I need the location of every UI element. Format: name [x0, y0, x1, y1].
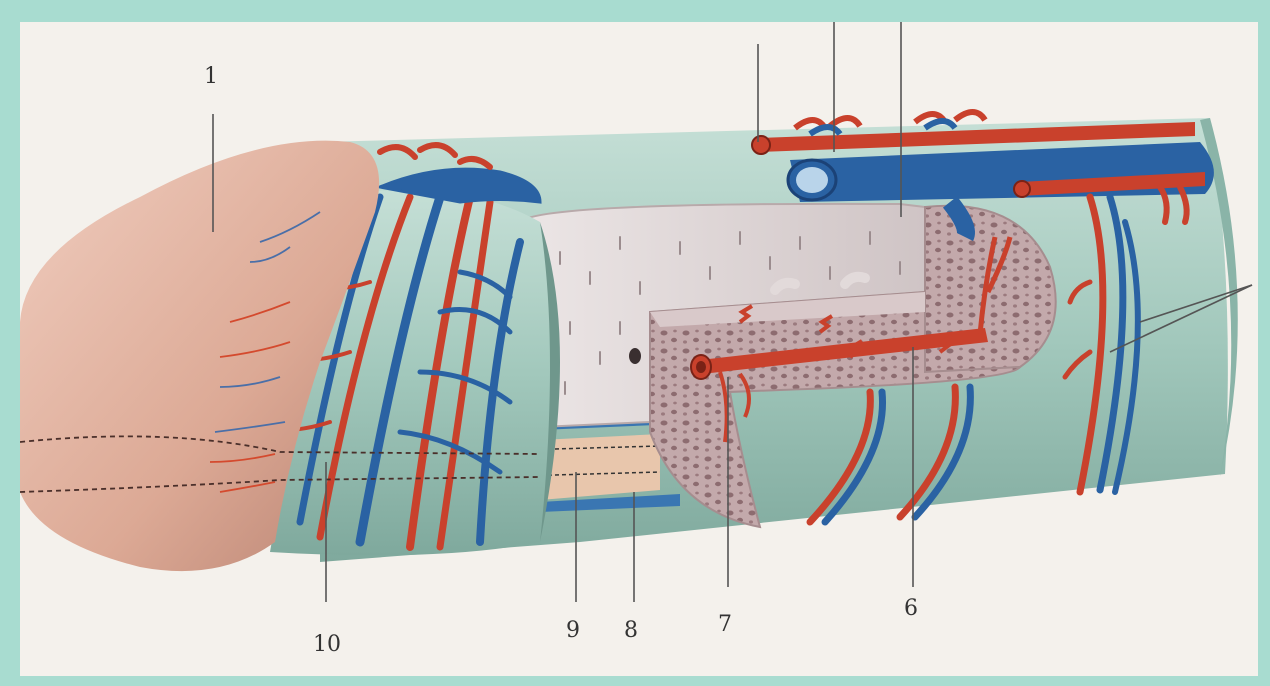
penis-cross-section-illustration [20, 22, 1258, 676]
diagram-frame: 1 6 7 8 9 10 [20, 22, 1258, 676]
label-9: 9 [566, 618, 580, 643]
label-1: 1 [204, 64, 218, 89]
label-6: 6 [904, 596, 918, 621]
label-10: 10 [313, 632, 341, 657]
tunica-vessel-hole [629, 348, 641, 364]
label-7: 7 [718, 612, 732, 637]
urethra [540, 434, 660, 500]
label-8: 8 [624, 618, 638, 643]
